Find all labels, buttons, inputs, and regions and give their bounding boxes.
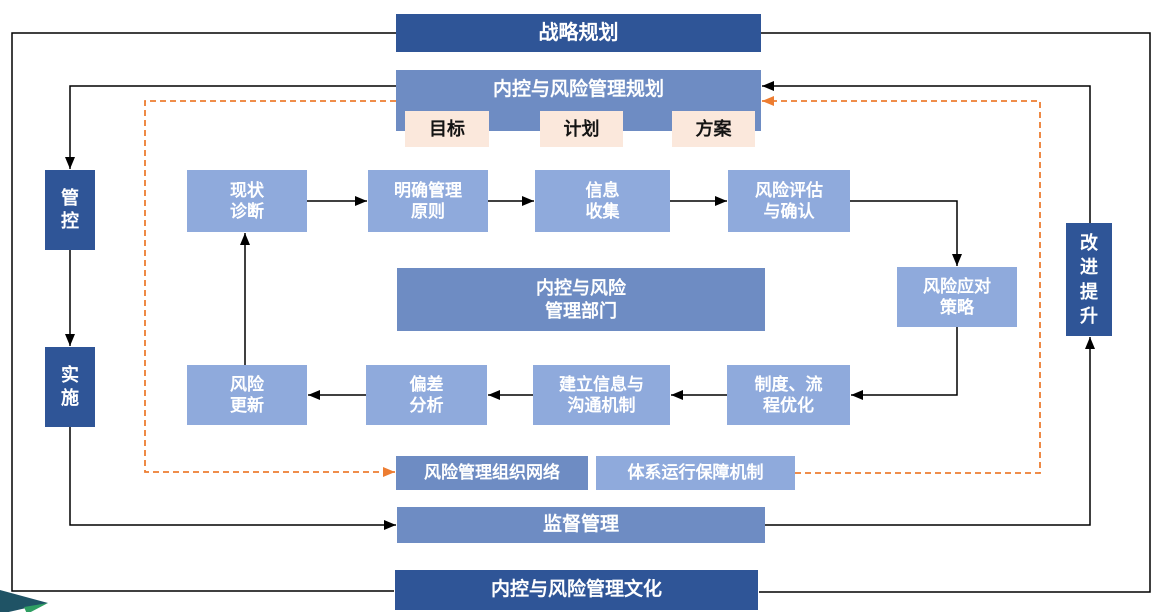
node-goal: 目标 (405, 111, 489, 147)
node-status-diagnosis: 现状 诊断 (187, 170, 307, 232)
node-supervision: 监督管理 (397, 507, 765, 543)
node-risk-response-strategy: 风险应对 策略 (897, 267, 1017, 327)
node-implementation: 实 施 (45, 347, 95, 427)
node-strategic-planning: 战略规划 (396, 14, 761, 52)
node-management-principles: 明确管理 原则 (368, 170, 488, 232)
node-deviation-analysis: 偏差 分析 (366, 365, 487, 425)
node-risk-assessment: 风险评估 与确认 (728, 170, 850, 232)
node-guarantee-mechanism: 体系运行保障机制 (596, 456, 795, 490)
node-improvement: 改 进 提 升 (1066, 223, 1112, 336)
node-icrm-department: 内控与风险 管理部门 (397, 268, 765, 331)
node-communication-mechanism: 建立信息与 沟通机制 (533, 365, 670, 425)
node-process-optimization: 制度、流 程优化 (727, 365, 850, 425)
logo-icon (0, 590, 48, 612)
node-org-network: 风险管理组织网络 (396, 456, 588, 490)
node-risk-update: 风险 更新 (187, 365, 307, 425)
node-icrm-culture: 内控与风险管理文化 (395, 570, 758, 610)
node-scheme: 方案 (672, 111, 755, 147)
node-plan: 计划 (540, 111, 623, 147)
node-information-collection: 信息 收集 (535, 170, 670, 232)
node-control: 管 控 (45, 170, 95, 250)
